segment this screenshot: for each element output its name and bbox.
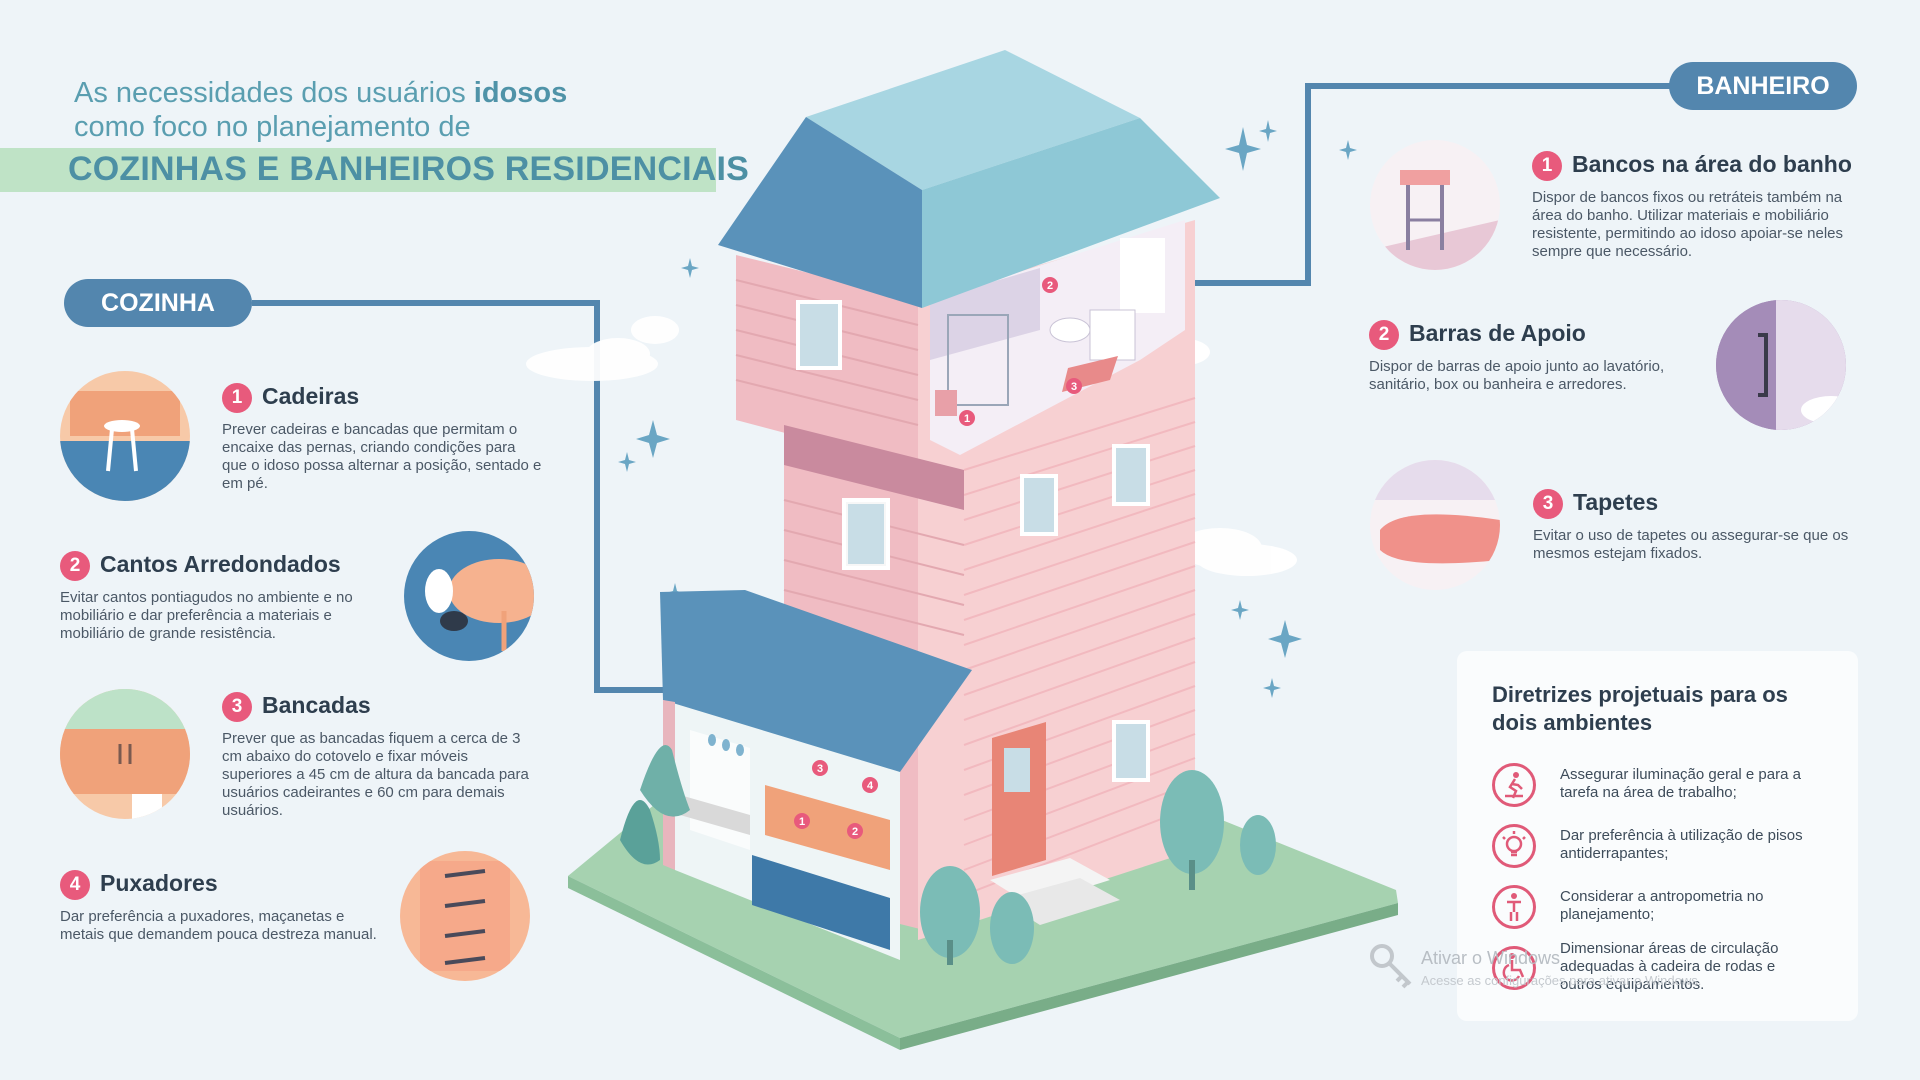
kitchen-item-1: 1 Cadeiras Prever cadeiras e bancadas que… bbox=[222, 383, 542, 493]
title-band bbox=[0, 148, 716, 192]
item-title: Barras de Apoio bbox=[1409, 320, 1586, 347]
item-text: Dar preferência a puxadores, maçanetas e… bbox=[60, 908, 377, 943]
key-icon bbox=[1368, 942, 1418, 999]
house-marker-text: 1 bbox=[799, 816, 805, 828]
rugs-illustration bbox=[1370, 460, 1500, 590]
guideline-text: Dar preferência à utilização de pisos an… bbox=[1560, 827, 1803, 862]
item-title: Cadeiras bbox=[262, 383, 360, 410]
number-badge: 4 bbox=[60, 870, 90, 900]
title-line1-bold: idosos bbox=[473, 77, 568, 109]
title-line1: As necessidades dos usuários bbox=[74, 77, 474, 109]
house-marker-text: 2 bbox=[1047, 280, 1053, 292]
number-badge: 2 bbox=[60, 551, 90, 581]
standing-person-icon bbox=[1492, 885, 1536, 929]
bathroom-connector-line bbox=[1185, 83, 1672, 286]
title-line2: como foco no planejamento de bbox=[74, 111, 471, 143]
bathroom-item-2: 2 Barras de Apoio Dispor de barras de apo… bbox=[1369, 320, 1699, 394]
house-marker-text: 3 bbox=[817, 763, 823, 775]
roof-right bbox=[922, 118, 1220, 308]
front-steps bbox=[990, 858, 1110, 905]
house-marker: 1 bbox=[794, 813, 810, 829]
item-text: Dispor de barras de apoio junto ao lavat… bbox=[1369, 358, 1665, 393]
chairs-illustration bbox=[60, 371, 190, 501]
guidelines-title: Diretrizes projetuais para os dois ambie… bbox=[1492, 682, 1788, 735]
item-text: Prever cadeiras e bancadas que permitam … bbox=[222, 421, 542, 492]
front-door bbox=[992, 722, 1046, 876]
house-marker: 1 bbox=[959, 410, 975, 426]
slip-person-icon bbox=[1492, 763, 1536, 807]
house-markers: 2 3 1 1 2 3 4 bbox=[794, 277, 1082, 839]
kitchen-connector-line bbox=[252, 300, 690, 693]
countertops-illustration bbox=[60, 689, 190, 819]
number-badge: 1 bbox=[1532, 151, 1562, 181]
bench-illustration bbox=[1370, 140, 1500, 270]
activation-watermark-title: Ativar o Windows bbox=[1421, 948, 1561, 968]
kitchen-label: COZINHA bbox=[64, 279, 252, 327]
house-marker: 3 bbox=[812, 760, 828, 776]
item-title: Bancadas bbox=[262, 692, 371, 719]
house-marker: 3 bbox=[1066, 378, 1082, 394]
guideline-text: Dimensionar áreas de circulação adequada… bbox=[1560, 940, 1779, 993]
house-marker-text: 3 bbox=[1071, 381, 1077, 393]
house-marker-text: 4 bbox=[867, 780, 874, 792]
house-marker-text: 1 bbox=[964, 413, 970, 425]
item-title: Cantos Arredondados bbox=[100, 551, 341, 578]
bathroom-item-3: 3 Tapetes Evitar o uso de tapetes ou asse… bbox=[1533, 489, 1853, 563]
house-marker: 2 bbox=[1042, 277, 1058, 293]
number-badge: 3 bbox=[222, 692, 252, 722]
handles-illustration bbox=[400, 851, 530, 981]
item-title: Bancos na área do banho bbox=[1572, 151, 1852, 178]
title-main: COZINHAS E BANHEIROS RESIDENCIAIS bbox=[68, 150, 750, 188]
house-marker: 4 bbox=[862, 777, 878, 793]
kitchen-item-3: 3 Bancadas Prever que as bancadas fiquem … bbox=[222, 692, 542, 820]
activation-watermark-subtitle: Acesse as configurações para ativar o Wi… bbox=[1421, 973, 1702, 988]
light-bulb-icon bbox=[1492, 824, 1536, 868]
kitchen-item-4: 4 Puxadores Dar preferência a puxadores, … bbox=[60, 870, 390, 944]
item-text: Evitar cantos pontiagudos no ambiente e … bbox=[60, 589, 353, 642]
rounded-corners-illustration bbox=[404, 531, 534, 661]
kitchen-item-2: 2 Cantos Arredondados Evitar cantos ponti… bbox=[60, 551, 390, 643]
guideline-text: Considerar a antropometria no planejamen… bbox=[1560, 888, 1764, 923]
grab-bars-illustration bbox=[1716, 300, 1846, 430]
number-badge: 3 bbox=[1533, 489, 1563, 519]
wheelchair-icon bbox=[1492, 946, 1536, 990]
item-text: Evitar o uso de tapetes ou assegurar-se … bbox=[1533, 527, 1849, 562]
guideline-text: Assegurar iluminação geral e para a tare… bbox=[1560, 766, 1801, 801]
bathroom-item-1: 1 Bancos na área do banho Dispor de banco… bbox=[1532, 151, 1862, 261]
bathroom-label: BANHEIRO bbox=[1669, 62, 1857, 110]
item-text: Dispor de bancos fixos ou retráteis tamb… bbox=[1532, 189, 1844, 260]
house-marker-text: 2 bbox=[852, 826, 858, 838]
number-badge: 1 bbox=[222, 383, 252, 413]
infographic-title: As necessidades dos usuários idosos como… bbox=[74, 76, 567, 144]
kitchen-roof bbox=[660, 590, 972, 772]
item-title: Tapetes bbox=[1573, 489, 1659, 516]
item-title: Puxadores bbox=[100, 870, 218, 897]
trees bbox=[620, 745, 1276, 965]
item-text: Prever que as bancadas fiquem a cerca de… bbox=[222, 730, 529, 819]
number-badge: 2 bbox=[1369, 320, 1399, 350]
roof-left bbox=[718, 117, 922, 308]
roof-top bbox=[806, 50, 1140, 190]
guidelines-card: Diretrizes projetuais para os dois ambie… bbox=[1457, 651, 1858, 1021]
house-marker: 2 bbox=[847, 823, 863, 839]
